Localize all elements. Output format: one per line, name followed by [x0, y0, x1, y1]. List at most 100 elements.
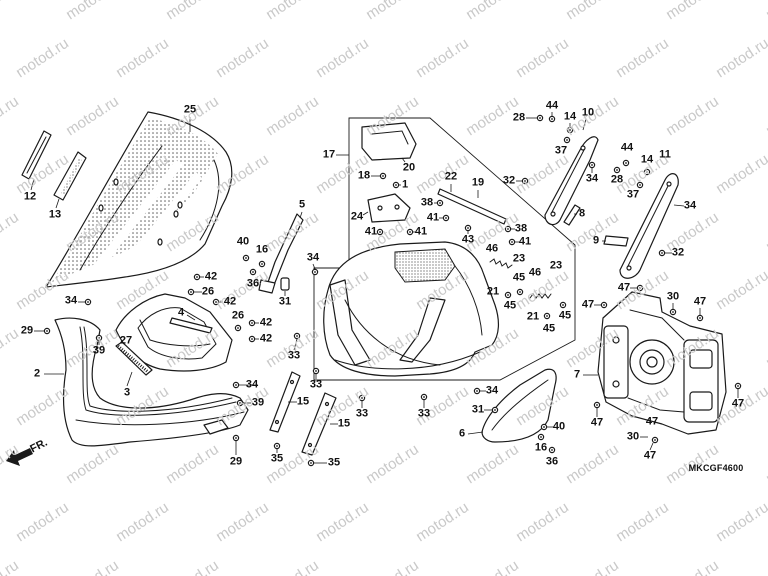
bolt-icon: [232, 434, 240, 442]
bolt-icon: [248, 335, 256, 343]
callout-right-24: 47: [731, 397, 745, 410]
bolt-icon: [420, 393, 428, 401]
callout-left-10: 42: [204, 270, 218, 283]
callout-left-15: 42: [259, 332, 273, 345]
callout-center-18: 23: [549, 259, 563, 272]
callout-center-1: 20: [402, 161, 416, 174]
callout-left-20: 5: [298, 198, 306, 211]
cowl-strip-right: [301, 392, 337, 456]
callout-center-3: 1: [401, 178, 409, 191]
bolt-icon: [464, 224, 472, 232]
side-bracket: [258, 213, 304, 294]
callout-left-16: 40: [236, 235, 250, 248]
leader-line: [30, 178, 35, 191]
callout-center-12: 43: [461, 233, 475, 246]
callout-left-17: 16: [255, 243, 269, 256]
callout-right-0: 44: [545, 99, 559, 112]
callout-right-10: 11: [659, 148, 671, 161]
callout-left-11: 26: [201, 285, 215, 298]
callout-right-20: 7: [573, 368, 581, 381]
bolt-icon: [504, 291, 512, 299]
callout-left-14: 42: [259, 316, 273, 329]
inner-panel: [115, 293, 233, 372]
callout-left-12: 42: [223, 295, 237, 308]
bolt-icon: [696, 314, 704, 322]
bolt-icon: [521, 177, 529, 185]
bolt-icon: [436, 199, 444, 207]
callout-center-21: 21: [526, 310, 540, 323]
bolt-icon: [508, 238, 516, 246]
bolt-icon: [307, 459, 315, 467]
callout-left-23: 39: [251, 396, 265, 409]
meter-visor: [361, 122, 417, 161]
callout-center-2: 18: [357, 169, 371, 182]
callout-right-16: 47: [581, 298, 595, 311]
callout-left-4: 29: [20, 324, 34, 337]
bolt-icon: [293, 332, 301, 340]
callout-center-4: 22: [444, 170, 458, 183]
leader-line: [362, 211, 369, 216]
callout-left-9: 4: [177, 306, 185, 319]
leader-line: [401, 157, 406, 163]
bolt-icon: [613, 166, 621, 174]
callout-center-20: 45: [503, 299, 517, 312]
bolt-icon: [258, 260, 266, 268]
callout-center-5: 19: [471, 176, 485, 189]
leader-line: [126, 371, 133, 387]
bolt-icon: [504, 225, 512, 233]
leader-line: [312, 263, 316, 270]
callout-center-25: 31: [471, 403, 485, 416]
bolt-icon: [187, 288, 195, 296]
bolt-icon: [212, 298, 220, 306]
callout-left-19: 31: [278, 295, 292, 308]
bolt-icon: [543, 312, 551, 320]
callout-center-0: 17: [322, 148, 336, 161]
callout-right-19: 47: [693, 295, 707, 308]
callout-right-21: 47: [590, 416, 604, 429]
bolt-icon: [622, 159, 630, 167]
bolt-icon: [658, 249, 666, 257]
callout-right-22: 30: [626, 430, 640, 443]
bolt-icon: [491, 406, 499, 414]
callout-right-13: 34: [683, 199, 697, 212]
bolt-icon: [376, 228, 384, 236]
callout-center-24: 34: [485, 384, 499, 397]
bolt-icon: [242, 254, 250, 262]
bolt-icon: [669, 308, 677, 316]
windscreen-trim-right: [53, 151, 87, 201]
bolt-icon: [234, 324, 242, 332]
callout-left-31: 33: [355, 407, 369, 420]
bolt-icon: [193, 273, 201, 281]
bolt-icon: [563, 136, 571, 144]
callout-right-3: 10: [581, 106, 595, 119]
leader-line: [186, 314, 196, 321]
callout-right-6: 34: [585, 172, 599, 185]
callout-left-1: 12: [23, 190, 37, 203]
bolt-icon: [651, 436, 659, 444]
callout-right-2: 14: [563, 110, 577, 123]
callout-center-14: 46: [485, 242, 499, 255]
callout-right-26: 40: [552, 420, 566, 433]
mirror-bracket-upper: [544, 136, 599, 226]
bolt-icon: [273, 442, 281, 450]
bolt-icon: [406, 228, 414, 236]
callout-center-22: 45: [542, 322, 556, 335]
bolt-icon: [734, 382, 742, 390]
callout-left-22: 34: [245, 378, 259, 391]
assembly-boundary: [313, 117, 576, 381]
leader-line: [299, 211, 303, 219]
bolt-icon: [536, 114, 544, 122]
callout-left-27: 15: [337, 417, 351, 430]
callout-left-28: 35: [327, 456, 341, 469]
bolt-icon: [358, 394, 366, 402]
bolt-icon: [548, 115, 556, 123]
bolt-icon: [548, 446, 556, 454]
callout-center-23: 45: [558, 309, 572, 322]
callout-right-4: 37: [554, 144, 568, 157]
callout-center-17: 46: [528, 266, 542, 279]
meter-bracket: [367, 193, 411, 223]
callout-right-5: 32: [502, 174, 516, 187]
bolt-icon: [636, 181, 644, 189]
windscreen: [45, 111, 233, 288]
callout-left-30: 33: [309, 378, 323, 391]
